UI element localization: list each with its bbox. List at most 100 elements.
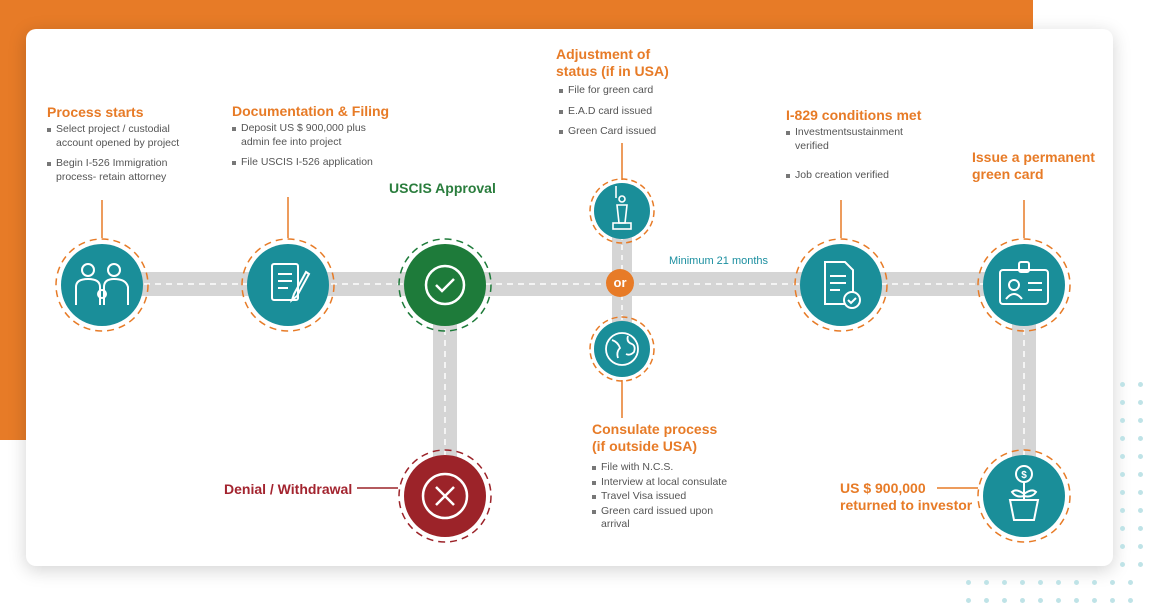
- i829-bullets: Investmentsustainment verified Job creat…: [786, 126, 926, 190]
- decorative-dot: [1038, 580, 1043, 585]
- decorative-dot: [1138, 544, 1143, 549]
- svg-text:$: $: [1021, 470, 1027, 481]
- decorative-dot: [1092, 598, 1097, 603]
- consulate-node: [589, 316, 655, 382]
- decorative-dot: [984, 580, 989, 585]
- denial-node: [398, 449, 492, 543]
- decorative-dot: [1128, 598, 1133, 603]
- decorative-dot: [1120, 526, 1125, 531]
- adjustment-title-line1: Adjustment of: [556, 46, 651, 62]
- verified-document-icon: [824, 261, 861, 309]
- consulate-title-line2: (if outside USA): [592, 438, 697, 454]
- i829-title: I-829 conditions met: [786, 107, 922, 123]
- decorative-dot: [1120, 508, 1125, 513]
- decorative-dot: [1138, 526, 1143, 531]
- decorative-dot: [1120, 490, 1125, 495]
- green-card-node: [977, 238, 1071, 332]
- globe-icon: [605, 332, 639, 366]
- process-starts-node: [55, 238, 149, 332]
- decorative-dot: [1074, 580, 1079, 585]
- bullet: E.A.D card issued: [559, 105, 689, 119]
- green-card-title: Issue a permanent green card: [972, 149, 1095, 183]
- bullet: Interview at local consulate: [592, 476, 732, 490]
- bullet: Green card issued upon arrival: [592, 505, 732, 532]
- decorative-dot: [1020, 598, 1025, 603]
- adjustment-title: Adjustment of status (if in USA): [556, 46, 669, 80]
- bullet: File for green card: [559, 84, 689, 98]
- bullet: Investmentsustainment verified: [786, 126, 926, 153]
- decorative-dot: [1120, 472, 1125, 477]
- returned-title: US $ 900,000 returned to investor: [840, 480, 972, 514]
- returned-title-line1: US $ 900,000: [840, 480, 926, 496]
- decorative-dot: [1120, 436, 1125, 441]
- i829-node: [794, 238, 888, 332]
- documentation-node: [241, 238, 335, 332]
- decorative-dot: [1120, 418, 1125, 423]
- connector-lines: [101, 143, 1025, 489]
- decorative-dot: [966, 598, 971, 603]
- consulate-title: Consulate process (if outside USA): [592, 421, 717, 455]
- id-card-icon: [999, 261, 1049, 305]
- decorative-dot: [1120, 544, 1125, 549]
- bullet: Job creation verified: [786, 169, 926, 183]
- decorative-dot: [1002, 580, 1007, 585]
- decorative-dot: [966, 580, 971, 585]
- uscis-approval-title: USCIS Approval: [389, 180, 496, 196]
- decorative-dot: [1092, 580, 1097, 585]
- or-circle: [606, 269, 634, 297]
- or-label: or: [613, 275, 627, 290]
- statue-of-liberty-icon: [612, 186, 632, 230]
- decorative-dot: [1038, 598, 1043, 603]
- decorative-dot: [1120, 454, 1125, 459]
- family-icon: [75, 263, 129, 305]
- decorative-dot: [1056, 580, 1061, 585]
- decorative-dot: [1138, 562, 1143, 567]
- decorative-dot: [1138, 472, 1143, 477]
- decorative-dot: [1120, 562, 1125, 567]
- process-starts-title: Process starts: [47, 104, 144, 120]
- decorative-dot: [1138, 436, 1143, 441]
- bullet: Begin I-526 Immigration process- retain …: [47, 157, 207, 184]
- minimum-duration-label: Minimum 21 months: [669, 255, 769, 267]
- bullet: Green Card issued: [559, 125, 689, 139]
- decorative-dot: [1020, 580, 1025, 585]
- green-card-title-line2: green card: [972, 166, 1044, 182]
- decorative-dot: [1056, 598, 1061, 603]
- money-plant-icon: [1008, 465, 1040, 521]
- decorative-dot: [1110, 598, 1115, 603]
- decorative-dot: [1120, 400, 1125, 405]
- green-card-title-line1: Issue a permanent: [972, 149, 1095, 165]
- adjustment-bullets: File for green card E.A.D card issued Gr…: [559, 84, 689, 146]
- bullet: Deposit US $ 900,000 plus admin fee into…: [232, 122, 382, 149]
- bullet: File with N.C.S.: [592, 461, 732, 475]
- decorative-dot: [1138, 382, 1143, 387]
- returned-node: $: [977, 449, 1071, 543]
- process-starts-bullets: Select project / custodial account opene…: [47, 123, 207, 191]
- documentation-title: Documentation & Filing: [232, 103, 390, 119]
- x-icon: [421, 472, 469, 520]
- decorative-dot: [1138, 400, 1143, 405]
- decorative-dot: [1138, 490, 1143, 495]
- decorative-dot: [1138, 454, 1143, 459]
- denial-title: Denial / Withdrawal: [224, 481, 353, 497]
- document-pen-icon: [271, 263, 311, 303]
- bullet: File USCIS I-526 application: [232, 156, 382, 170]
- uscis-approval-node: [398, 238, 492, 332]
- bullet: Select project / custodial account opene…: [47, 123, 207, 150]
- decorative-dot: [1002, 598, 1007, 603]
- checkmark-icon: [424, 264, 466, 306]
- decorative-dot: [1120, 382, 1125, 387]
- consulate-title-line1: Consulate process: [592, 421, 718, 437]
- decorative-dot: [1138, 508, 1143, 513]
- consulate-bullets: File with N.C.S. Interview at local cons…: [592, 461, 732, 533]
- decorative-dot: [1138, 418, 1143, 423]
- decorative-dot: [1110, 580, 1115, 585]
- bullet: Travel Visa issued: [592, 490, 732, 504]
- decorative-dot: [1128, 580, 1133, 585]
- decorative-dot: [984, 598, 989, 603]
- road-network: [100, 215, 1036, 496]
- returned-title-line2: returned to investor: [840, 497, 973, 513]
- adjustment-node: [589, 178, 655, 244]
- diagram-card: [26, 29, 1113, 566]
